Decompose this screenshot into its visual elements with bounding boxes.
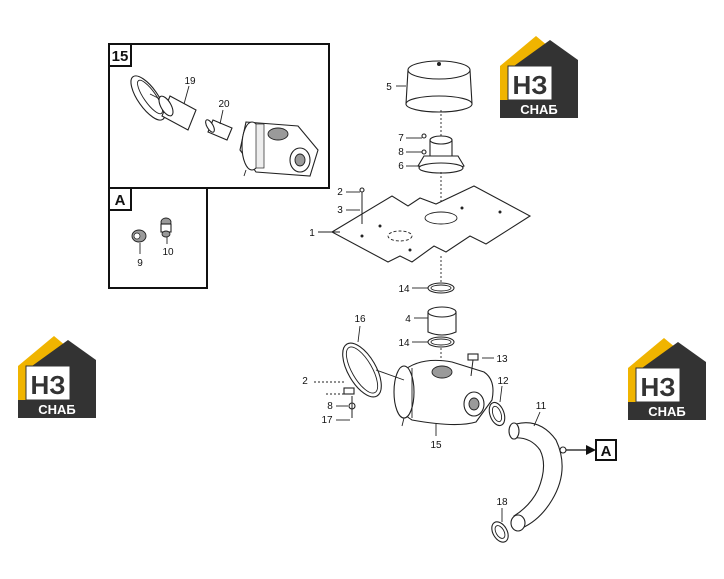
mounting-band-part: [342, 342, 382, 398]
main-filter-part: [158, 95, 197, 131]
rubber-hose-part: [427, 306, 457, 336]
indicator-part: [131, 229, 147, 243]
label-19: 19: [184, 76, 196, 87]
label-17: 17: [321, 415, 333, 426]
logo-text: СНАБ: [648, 404, 686, 419]
precleaner-bowl-part: [405, 60, 473, 113]
label-6: 6: [398, 161, 404, 172]
label-20: 20: [218, 99, 230, 110]
inset-15-label: 15: [112, 48, 129, 65]
label-1: 1: [309, 228, 315, 239]
logo-letters: НЗ: [640, 372, 675, 402]
label-8-left: 8: [327, 401, 333, 412]
brand-logo-right: НЗ СНАБ: [627, 337, 707, 421]
hose-clamp-bottom-part: [491, 521, 509, 543]
inset-a: A 9 10: [108, 187, 208, 289]
mounting-plate-part: [330, 185, 532, 263]
cover-part: [130, 75, 166, 121]
label-14-upper: 14: [398, 284, 410, 295]
label-14-lower: 14: [398, 338, 410, 349]
band-bolt-part: [314, 381, 356, 418]
logo-text: СНАБ: [38, 402, 76, 417]
callout-a-label: A: [601, 443, 612, 460]
logo-letters: НЗ: [30, 370, 65, 400]
label-4: 4: [405, 314, 411, 325]
safety-filter-part: [205, 119, 233, 141]
air-filter-housing-part: [393, 359, 494, 427]
hose-clamp-lower-part: [427, 336, 455, 348]
outlet-elbow-part: [508, 422, 567, 532]
label-15: 15: [430, 440, 442, 451]
brand-logo-top: НЗ СНАБ: [499, 35, 579, 119]
label-12: 12: [497, 376, 509, 387]
logo-letters: НЗ: [512, 70, 547, 100]
adapter-part: [160, 217, 172, 238]
label-10: 10: [162, 247, 174, 258]
callout-a: A: [566, 439, 617, 461]
service-indicator-part: [467, 353, 479, 377]
logo-text: СНАБ: [520, 102, 558, 117]
label-11: 11: [536, 401, 547, 412]
bolt-part: [359, 187, 365, 224]
label-5: 5: [386, 82, 392, 93]
inset-a-label: A: [115, 192, 126, 209]
inset-15: 15 19 20: [108, 43, 330, 189]
label-2-top: 2: [337, 187, 343, 198]
label-16: 16: [354, 314, 366, 325]
label-8-top: 8: [398, 147, 404, 158]
hose-clamp-upper-part: [427, 282, 455, 294]
label-2-left: 2: [302, 376, 308, 387]
brand-logo-left: НЗ СНАБ: [17, 335, 97, 419]
label-18: 18: [496, 497, 508, 508]
outlet-clamp-part: [488, 401, 506, 427]
inlet-tube-part: [417, 133, 465, 174]
label-9: 9: [137, 258, 143, 269]
label-7: 7: [398, 133, 404, 144]
label-13: 13: [496, 354, 508, 365]
filter-housing-part: [239, 121, 319, 177]
label-3: 3: [337, 205, 343, 216]
